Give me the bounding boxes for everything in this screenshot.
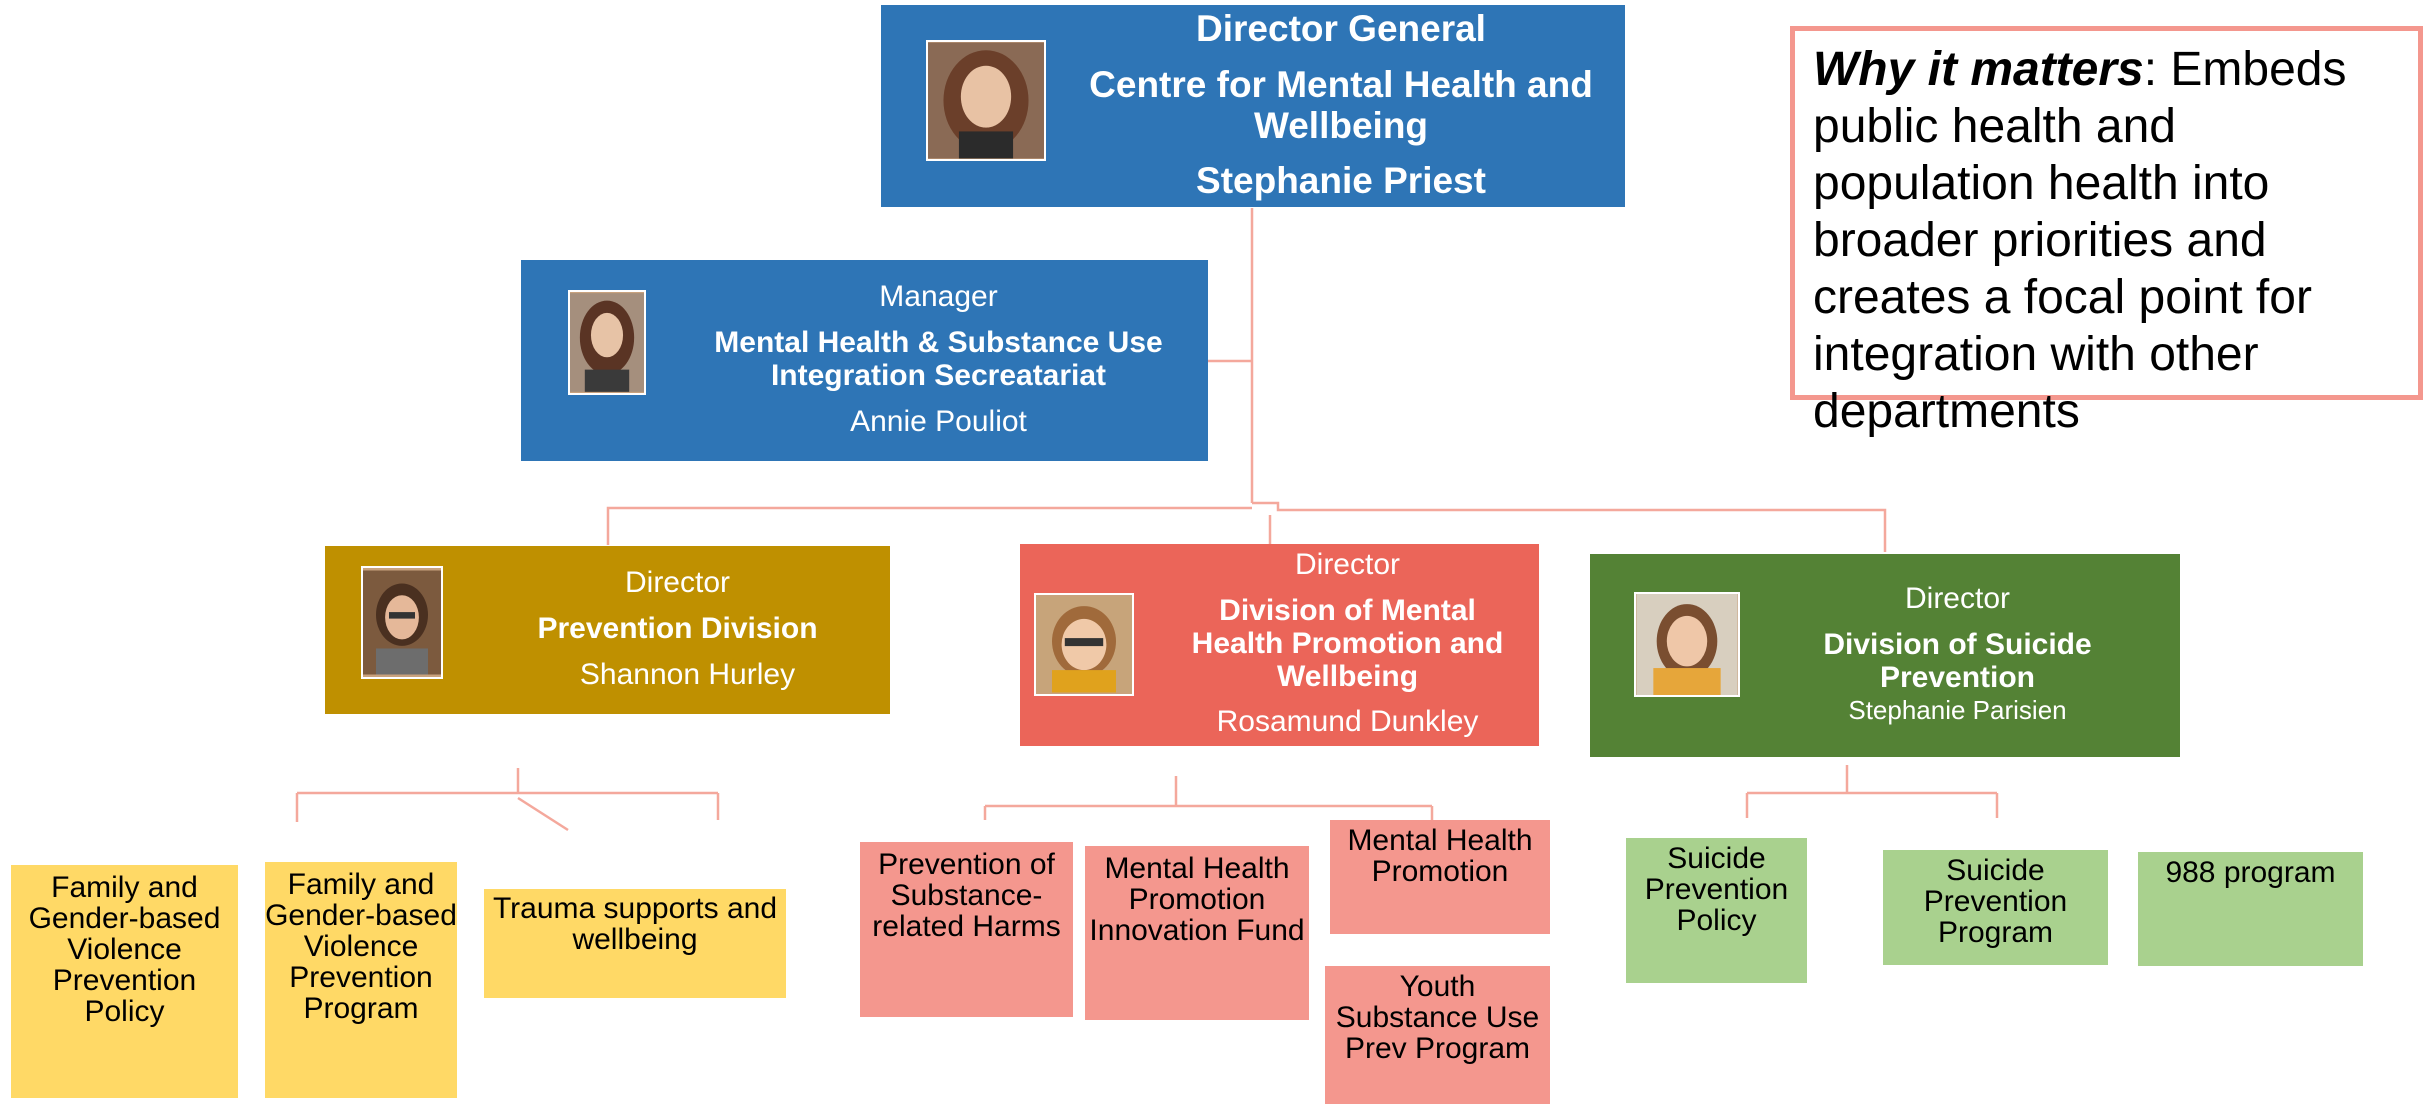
program-label: Suicide Prevention Program bbox=[1923, 854, 2068, 949]
program-box: 988 program bbox=[2138, 852, 2363, 966]
program-label: Prevention of Substance-related Harms bbox=[872, 848, 1061, 943]
program-box: Mental Health Promotion bbox=[1330, 820, 1550, 934]
program-box: Mental Health Promotion Innovation Fund bbox=[1085, 846, 1309, 1020]
mental-health-promotion-division-box: Director Division of Mental Health Promo… bbox=[1020, 544, 1539, 746]
program-label: Mental Health Promotion Innovation Fund bbox=[1089, 852, 1305, 947]
why-it-matters-callout: Why it matters: Embeds public health and… bbox=[1790, 26, 2423, 438]
callout-body: : Embeds public health and population he… bbox=[1813, 43, 2347, 438]
suicide-prevention-division-name: Stephanie Parisien bbox=[1848, 695, 2067, 725]
program-label: Family and Gender-based Violence Prevent… bbox=[265, 868, 457, 1025]
callout-lead: Why it matters bbox=[1813, 43, 2144, 96]
suicide-prevention-division-box: Director Division of Suicide Prevention … bbox=[1590, 554, 2180, 757]
mental-health-promotion-division-photo bbox=[1034, 593, 1134, 696]
program-box: Youth Substance Use Prev Program bbox=[1325, 966, 1550, 1104]
program-box: Suicide Prevention Program bbox=[1883, 850, 2108, 965]
mental-health-promotion-division-name: Rosamund Dunkley bbox=[1216, 705, 1479, 738]
suicide-prevention-division-unit: Division of Suicide Prevention bbox=[1823, 628, 2092, 694]
program-label: Trauma supports and wellbeing bbox=[492, 892, 778, 956]
prevention-division-photo bbox=[361, 566, 443, 679]
mental-health-promotion-division-unit: Division of Mental Health Promotion and … bbox=[1191, 594, 1504, 693]
program-box: Suicide Prevention Policy bbox=[1626, 838, 1807, 983]
program-box: Trauma supports and wellbeing bbox=[484, 889, 786, 998]
program-label: Family and Gender-based Violence Prevent… bbox=[28, 871, 221, 1028]
prevention-division-box: Director Prevention Division Shannon Hur… bbox=[325, 546, 890, 714]
suicide-prevention-division-role: Director bbox=[1904, 582, 2010, 615]
secretariat-name: Annie Pouliot bbox=[850, 405, 1027, 438]
program-box: Family and Gender-based Violence Prevent… bbox=[265, 862, 457, 1098]
director-general-name: Stephanie Priest bbox=[1196, 160, 1486, 201]
prevention-division-role: Director bbox=[624, 566, 730, 599]
program-label: 988 program bbox=[2165, 856, 2336, 889]
director-general-box: Director General Centre for Mental Healt… bbox=[881, 5, 1625, 207]
secretariat-photo bbox=[568, 290, 646, 395]
secretariat-role: Manager bbox=[879, 280, 998, 313]
program-box: Family and Gender-based Violence Prevent… bbox=[11, 865, 238, 1098]
program-label: Youth Substance Use Prev Program bbox=[1335, 970, 1540, 1065]
secretariat-unit: Mental Health & Substance Use Integratio… bbox=[714, 326, 1163, 392]
prevention-division-name: Shannon Hurley bbox=[579, 658, 796, 691]
program-label: Mental Health Promotion bbox=[1347, 824, 1533, 888]
prevention-division-unit: Prevention Division bbox=[537, 612, 818, 645]
program-label: Suicide Prevention Policy bbox=[1644, 842, 1789, 937]
secretariat-box: Manager Mental Health & Substance Use In… bbox=[521, 260, 1208, 461]
suicide-prevention-division-photo bbox=[1634, 592, 1740, 697]
program-box: Prevention of Substance-related Harms bbox=[860, 842, 1073, 1017]
director-general-photo bbox=[926, 40, 1046, 161]
director-general-unit: Centre for Mental Health and Wellbeing bbox=[1089, 64, 1593, 146]
mental-health-promotion-division-role: Director bbox=[1294, 548, 1400, 581]
director-general-role: Director General bbox=[1196, 8, 1486, 49]
